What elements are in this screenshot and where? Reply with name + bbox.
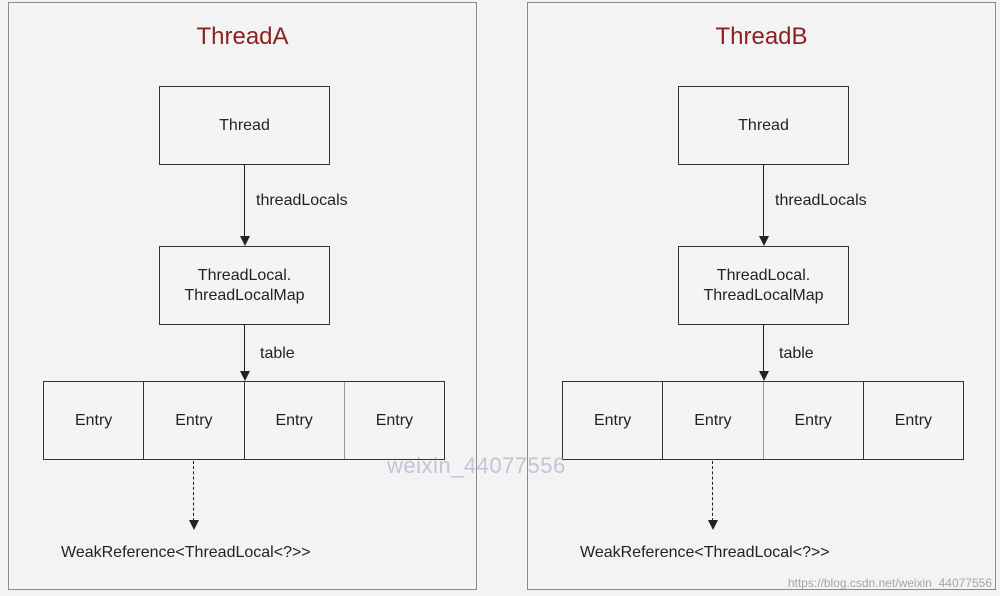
table-arrowhead (240, 371, 250, 381)
thread-node-label: Thread (219, 116, 270, 134)
table-arrow-line (244, 325, 245, 372)
thread-node: Thread (678, 86, 849, 165)
weakreference-label: WeakReference<ThreadLocal<?>> (61, 544, 311, 561)
entry-cell: Entry (144, 382, 245, 459)
weakreference-label: WeakReference<ThreadLocal<?>> (580, 544, 830, 561)
weakref-arrowhead (189, 520, 199, 530)
threadlocals-arrow-line (763, 165, 764, 237)
panel-title: ThreadA (196, 23, 289, 50)
weakref-dashed-line (193, 461, 194, 521)
center-watermark: weixin_44077556 (387, 453, 566, 478)
table-edge-label: table (260, 345, 295, 362)
entry-table: Entry Entry Entry Entry (562, 381, 964, 460)
threadlocals-arrow-line (244, 165, 245, 237)
threadlocals-arrowhead (240, 236, 250, 246)
threadlocalmap-node: ThreadLocal. ThreadLocalMap (159, 246, 330, 325)
threadlocalmap-node-label: ThreadLocal. ThreadLocalMap (184, 266, 305, 304)
entry-cell: Entry (894, 411, 933, 429)
entry-cell: Entry (245, 382, 345, 459)
table-edge-label: table (779, 345, 814, 362)
panel-title: ThreadB (715, 23, 808, 50)
entry-table: Entry Entry Entry Entry (43, 381, 445, 460)
weakref-dashed-line (712, 461, 713, 521)
entry-cell: Entry (764, 382, 864, 459)
entry-cell: Entry (563, 382, 664, 459)
thread-node: Thread (159, 86, 330, 165)
entry-cell: Entry (663, 382, 764, 459)
threadlocals-edge-label: threadLocals (775, 192, 867, 209)
thread-b-panel: ThreadB Thread threadLocals ThreadLocal.… (527, 2, 996, 590)
entry-cell: Entry (44, 382, 145, 459)
table-arrow-line (763, 325, 764, 372)
threadlocals-arrowhead (759, 236, 769, 246)
thread-a-panel: ThreadA Thread threadLocals ThreadLocal.… (8, 2, 477, 590)
table-arrowhead (759, 371, 769, 381)
corner-watermark: https://blog.csdn.net/weixin_44077556 (787, 576, 992, 590)
threadlocals-edge-label: threadLocals (256, 192, 348, 209)
threadlocalmap-node: ThreadLocal. ThreadLocalMap (678, 246, 849, 325)
weakref-arrowhead (708, 520, 718, 530)
thread-node-label: Thread (738, 116, 789, 134)
threadlocalmap-node-label: ThreadLocal. ThreadLocalMap (703, 266, 824, 304)
entry-cell: Entry (375, 411, 414, 429)
